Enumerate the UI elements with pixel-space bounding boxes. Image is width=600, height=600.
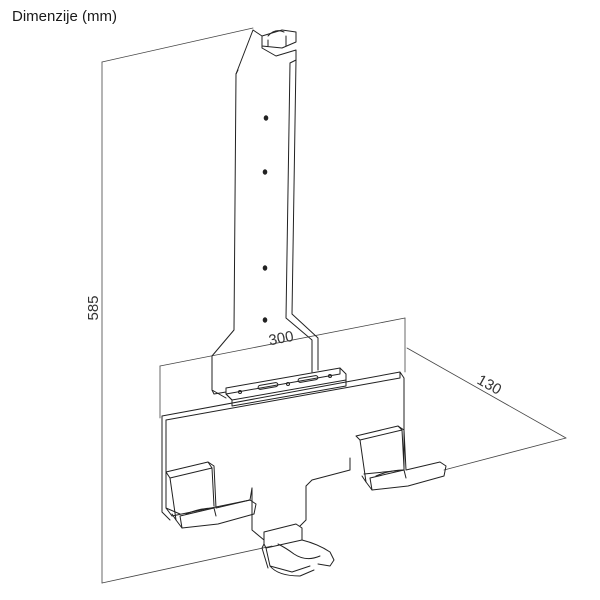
right-holder	[355, 425, 447, 491]
dimension-height-label: 585	[85, 295, 102, 320]
left-holder	[165, 461, 257, 529]
base-plate-outline	[161, 371, 405, 521]
plate-hole-1	[263, 115, 269, 121]
dimension-width-label: 300	[267, 328, 295, 349]
plate-hole-3	[262, 265, 268, 271]
dimension-lines	[101, 27, 567, 584]
top-hook	[261, 29, 297, 49]
plate-outline	[211, 29, 319, 399]
page-title: Dimenzije (mm)	[12, 8, 117, 25]
mounting-plate	[211, 29, 319, 399]
dimension-depth-label: 130	[474, 372, 504, 399]
plate-hole-2	[262, 169, 268, 175]
bottom-cable-hook	[261, 523, 335, 577]
rail-bracket	[211, 367, 347, 407]
plate-hole-4	[262, 317, 268, 323]
